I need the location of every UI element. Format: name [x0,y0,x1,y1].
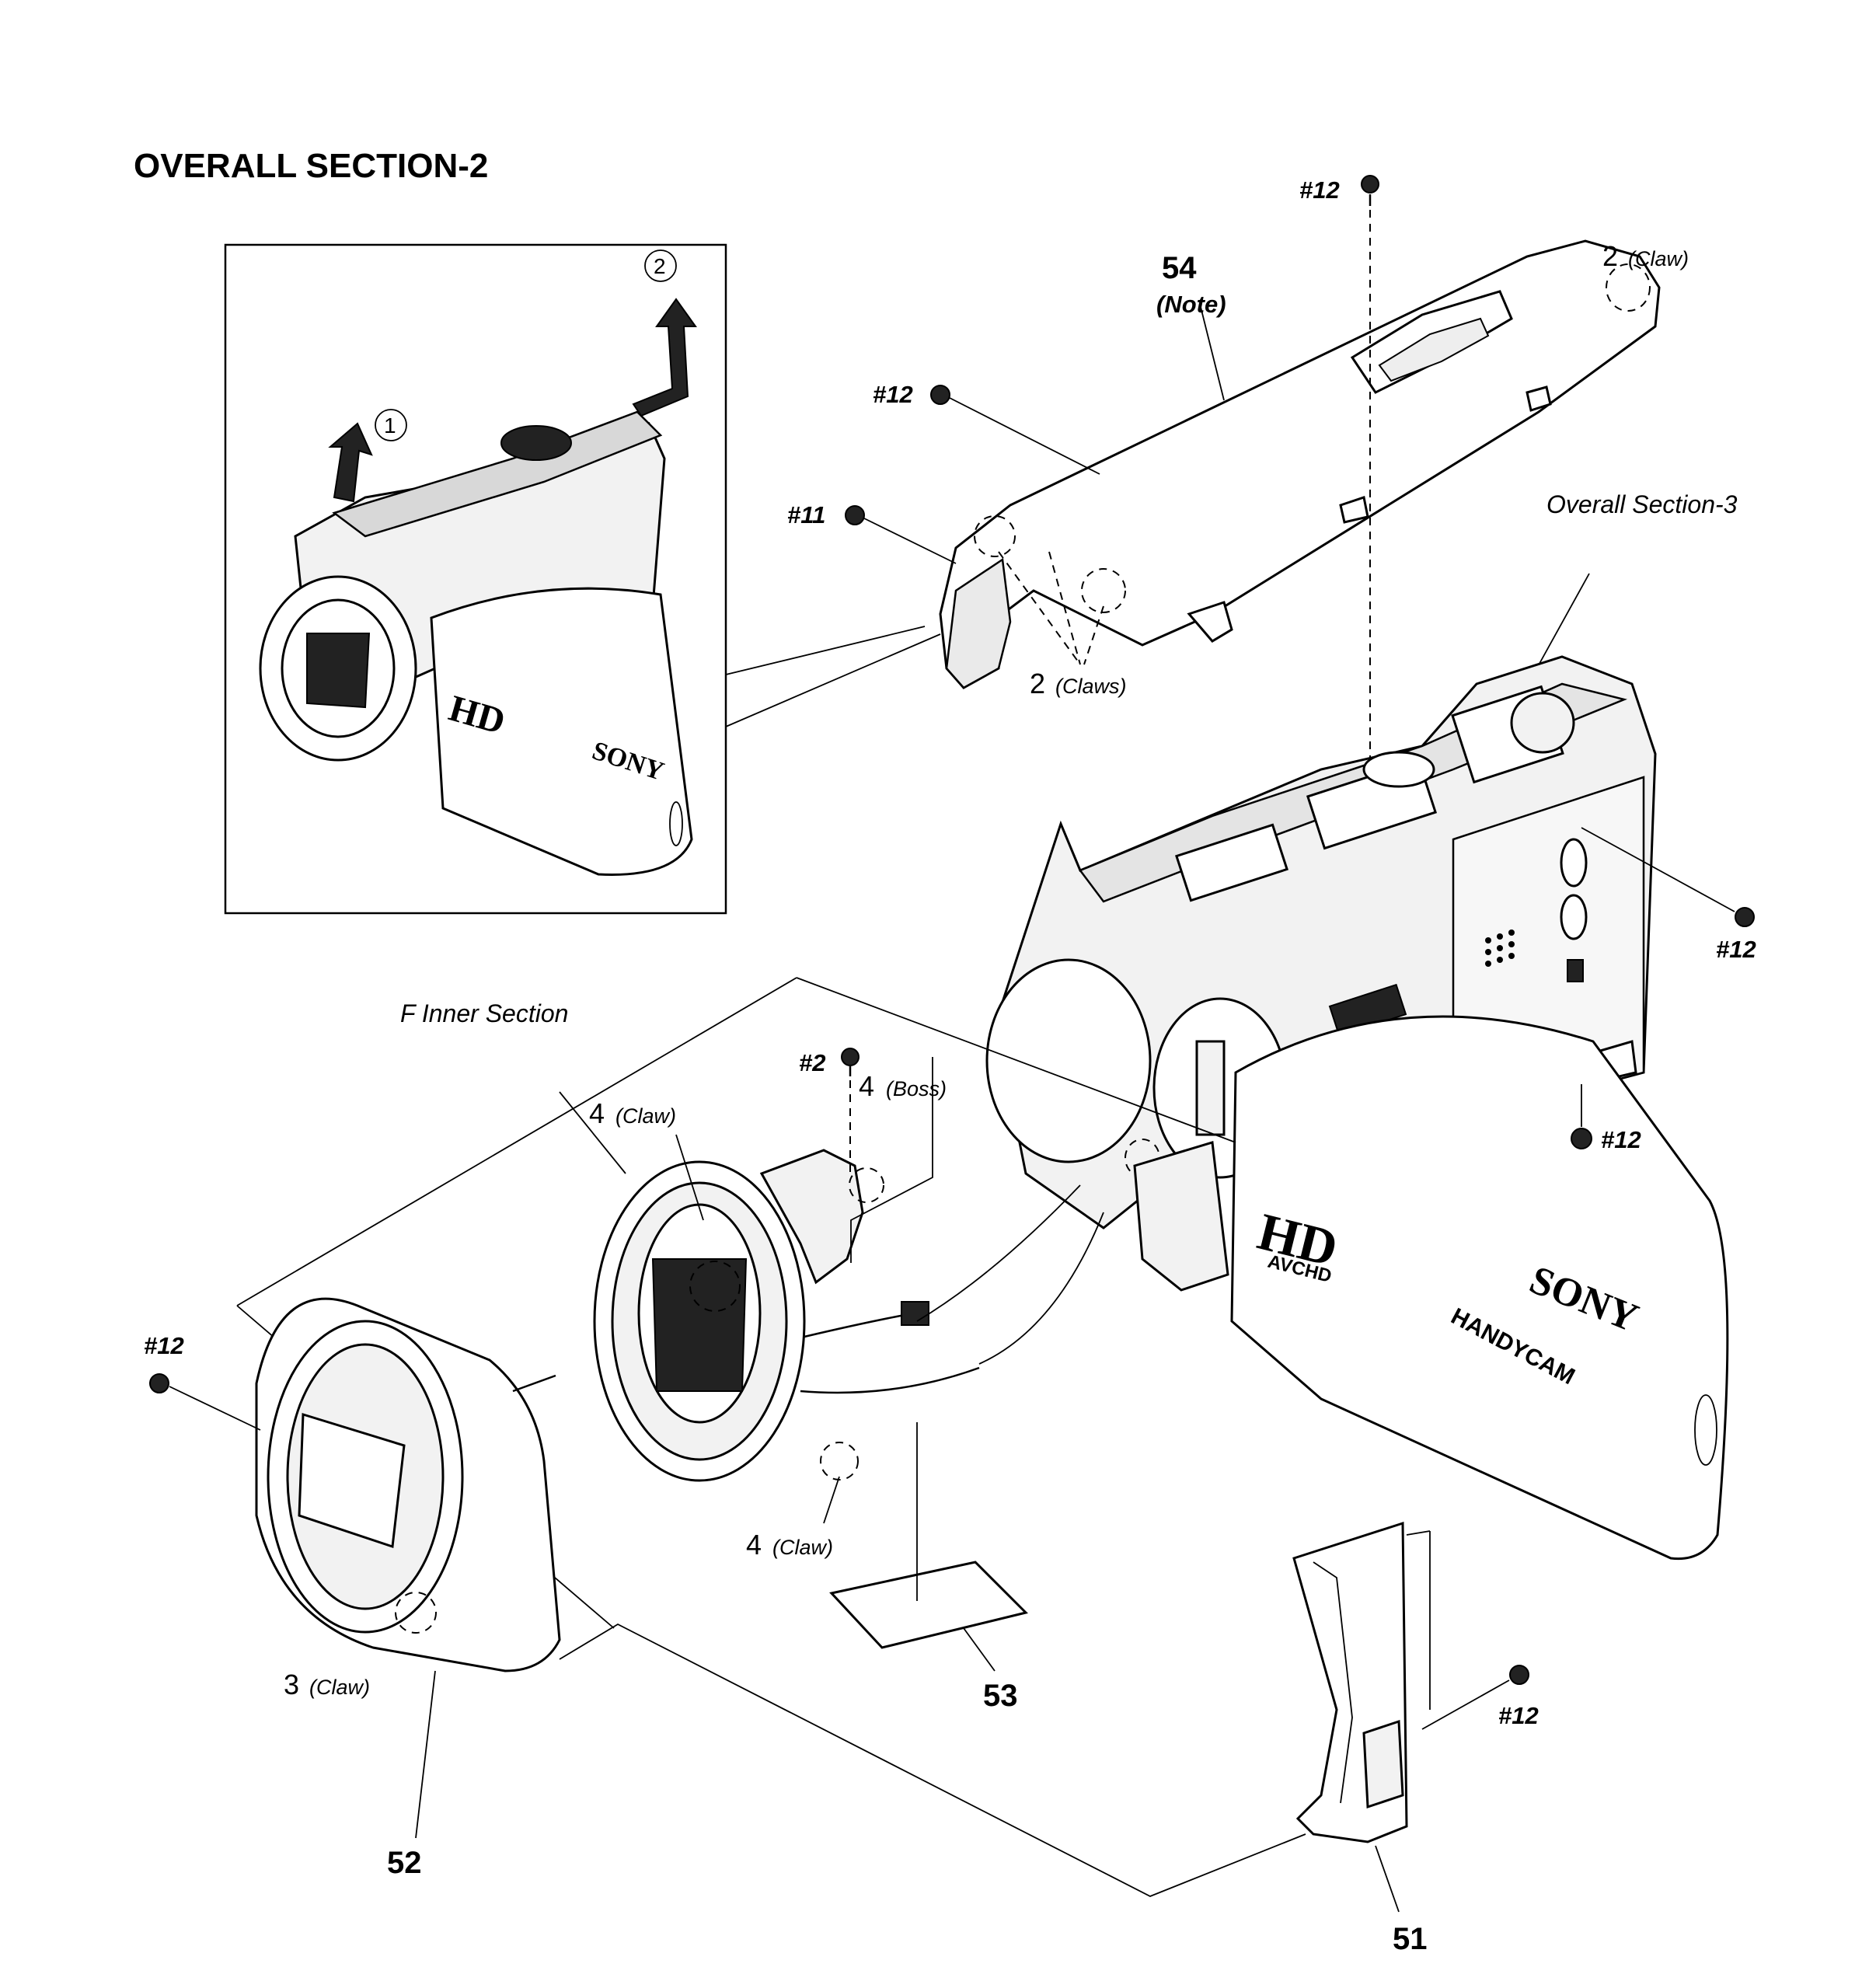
screw-right-mid-label: #12 [1716,936,1756,963]
lens-unit [593,1149,1104,1482]
inset-frame [224,243,727,915]
claw-4-bottom-label: (Claw) [772,1536,833,1559]
part-53-label: 53 [983,1679,1018,1713]
claw-marker-mid [1081,568,1126,613]
step-1-marker [375,409,407,441]
part-52-label: 52 [387,1846,422,1880]
claw-marker-lens [689,1261,741,1312]
screw-lens-boss [841,1048,860,1174]
claw-3-label: (Claw) [309,1676,370,1699]
step-1-arrow [328,422,373,503]
inset-zoom-lever [500,425,572,461]
overall-section-3-label: Overall Section-3 [1546,490,1738,518]
f-inner-outline-upper-right [796,977,1236,1143]
claw-2-top-qty: 2 [1602,240,1618,272]
overall-section-3-leader [1532,573,1590,677]
part-54-label: 54 [1162,251,1197,285]
main-lens-barrel [985,958,1152,1163]
boss-4-qty: 4 [859,1070,874,1102]
screw-left-ring-label: #12 [144,1332,184,1359]
inset-lens-shutter [306,633,371,709]
claw-marker-front [974,515,1016,557]
inset-removal-view: SONY HD 1 2 [224,243,941,915]
lens-blades [651,1258,748,1392]
screw-top [1361,175,1379,1197]
screw-right-low-label: #12 [1601,1126,1641,1153]
f-inner-outline-upper-left [236,977,797,1306]
screw-cover-left-label: #12 [873,381,913,408]
claw-marker-lens-bottom [820,1442,859,1481]
inset-leader-lower [725,633,941,727]
leader-54 [1200,306,1225,401]
part-54-note: (Note) [1156,291,1226,318]
screw-grip-label: #12 [1498,1702,1539,1729]
claw-4-top-qty: 4 [589,1097,605,1129]
screw-right-low [1571,1084,1592,1149]
part-51-grip-cover [1292,1521,1431,1843]
boss-4-label: (Boss) [886,1077,947,1100]
claw-2-top-label: (Claw) [1628,247,1689,270]
part-51-label: 51 [1393,1922,1428,1956]
screw-left-ring [149,1373,261,1431]
step-2-arrow [632,298,697,417]
screw-grip [1421,1665,1529,1730]
step-2-marker [644,249,677,282]
inset-top-cover [332,410,663,538]
screw-cover-front-label: #11 [787,501,825,528]
claws-2-qty: 2 [1030,668,1045,699]
claw-4-top-label: (Claw) [615,1104,676,1128]
part-52-front-panel [255,1297,561,1672]
claw-marker-rear [1606,263,1651,312]
inset-lcd-panel [430,587,693,876]
screw-top-label: #12 [1299,176,1340,204]
page-title: OVERALL SECTION-2 [134,147,488,185]
f-inner-outline-lower [559,1623,1306,1897]
screw-cover-left [930,385,1100,475]
claw-3-qty: 3 [284,1669,299,1700]
claw-4-bottom-qty: 4 [746,1529,762,1561]
part-53-sheet [829,1422,1028,1672]
screw-right-mid [1581,827,1755,927]
claws-2-label: (Claws) [1055,675,1127,698]
screw-lens-boss-label: #2 [799,1049,825,1076]
part-54-top-cover [939,239,1661,689]
screw-cover-front [845,505,957,564]
speaker-grille [1485,929,1515,967]
claw-marker-ring [395,1592,437,1634]
step-1-number: 1 [384,413,396,438]
f-inner-section-label: F Inner Section [400,999,568,1027]
main-lcd-panel: HD AVCHD SONY HANDYCAM [1230,1015,1729,1561]
step-2-number: 2 [654,254,666,278]
inset-leader-upper [725,626,926,675]
inset-camcorder: SONY HD 1 2 [259,249,697,876]
